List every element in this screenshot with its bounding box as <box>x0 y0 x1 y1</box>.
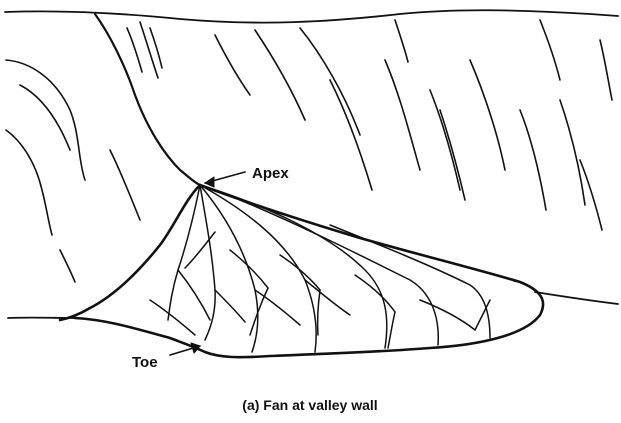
apex-arrowhead <box>205 177 214 187</box>
figure-caption: (a) Fan at valley wall <box>242 397 377 413</box>
alluvial-fan <box>60 185 543 357</box>
left-valley-wall <box>6 14 200 282</box>
toe-label: Toe <box>132 354 158 371</box>
apex-annotation: Apex <box>205 165 289 187</box>
apex-label: Apex <box>252 165 289 182</box>
right-valley-wall <box>215 20 612 230</box>
toe-annotation: Toe <box>132 343 200 371</box>
toe-arrowhead <box>191 343 200 353</box>
